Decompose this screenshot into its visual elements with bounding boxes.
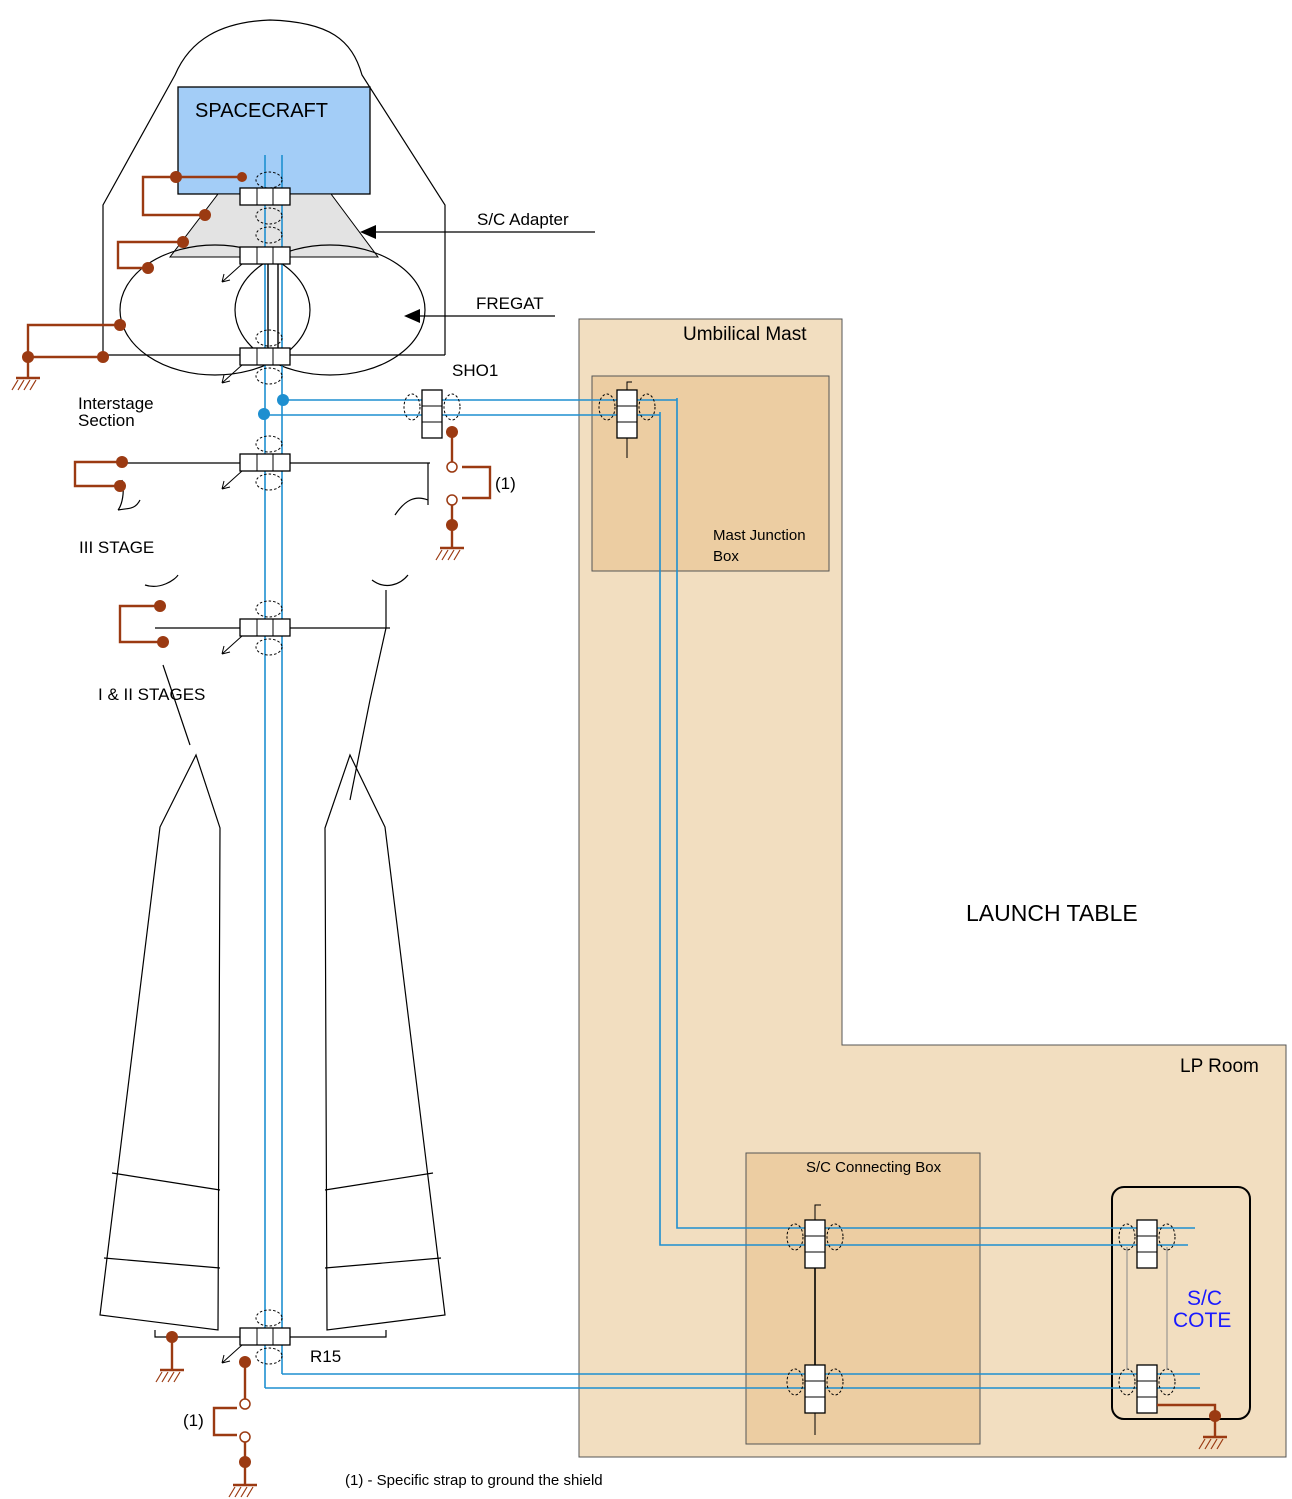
fairing-outline <box>102 19 446 355</box>
sc-cote-enclosure <box>1111 1186 1251 1420</box>
strap-ref-lower: (1) <box>183 1411 204 1430</box>
right-booster <box>324 753 446 1331</box>
sho1-label: SHO1 <box>452 361 498 380</box>
interstage-label-line2: Section <box>78 411 135 430</box>
sc-cote-label-line1: S/C <box>1187 1287 1222 1310</box>
grounding-straps <box>16 171 1227 1487</box>
mast-junction-box-label-line2: Box <box>713 548 739 565</box>
left-booster-band2 <box>103 1257 221 1269</box>
left-booster <box>99 753 221 1331</box>
fregat-left-tank <box>119 244 311 376</box>
iii-stage-side-right <box>394 463 429 516</box>
fregat-label: FREGAT <box>476 294 544 313</box>
launch-table-label: LAUNCH TABLE <box>966 900 1138 926</box>
sc-adapter-label: S/C Adapter <box>477 210 569 229</box>
mast-junction-box-label-line1: Mast Junction <box>713 527 806 544</box>
sc-connecting-box-label: S/C Connecting Box <box>806 1159 942 1176</box>
connector-stack <box>221 171 1176 1435</box>
iii-stage-label: III STAGE <box>79 538 154 557</box>
interstage-label-line1: Interstage <box>78 394 154 413</box>
r15-label: R15 <box>310 1347 341 1366</box>
left-booster-band1 <box>111 1172 221 1191</box>
stage-break-left <box>144 574 179 587</box>
strap-ref-upper: (1) <box>495 474 516 493</box>
cable-junction-dot-1 <box>277 394 289 406</box>
stage-break-right <box>371 574 409 587</box>
pointer-arrows <box>360 225 595 323</box>
umbilical-mast-label: Umbilical Mast <box>683 324 807 345</box>
fregat-right-tank <box>234 244 426 376</box>
spacecraft-label: SPACECRAFT <box>195 100 328 122</box>
right-booster-band1 <box>324 1172 434 1191</box>
footnote: (1) - Specific strap to ground the shiel… <box>345 1472 603 1489</box>
ground-symbols <box>11 379 1224 1498</box>
sc-connecting-box <box>745 1152 981 1445</box>
lp-room-label: LP Room <box>1180 1056 1259 1077</box>
sc-cote-label-line2: COTE <box>1173 1309 1231 1332</box>
adapter-cone <box>168 193 379 258</box>
i-ii-stages-label: I & II STAGES <box>98 685 205 704</box>
core-left <box>162 590 387 801</box>
right-booster-band2 <box>324 1257 442 1269</box>
cable-junction-dot-2 <box>258 408 270 420</box>
